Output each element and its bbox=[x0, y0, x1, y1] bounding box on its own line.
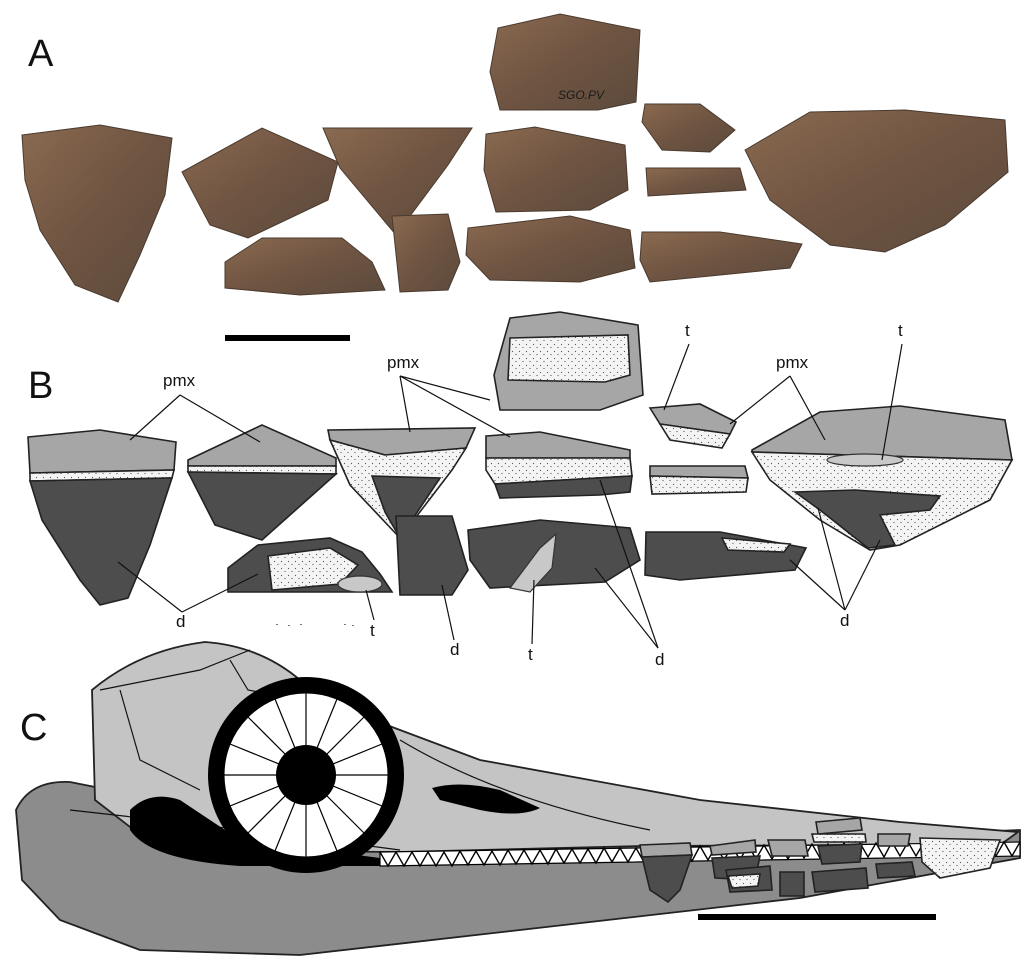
label-t: t bbox=[685, 321, 690, 340]
fossil-fragment-photo bbox=[22, 125, 172, 302]
label-t: t bbox=[528, 645, 533, 664]
label-d: d bbox=[450, 640, 459, 659]
label-d: d bbox=[176, 612, 185, 631]
fossil-fragment-photo bbox=[640, 232, 802, 282]
fossil-fragment-photo bbox=[182, 128, 338, 238]
tooth-outline bbox=[338, 576, 382, 592]
fossil-fragment-photo bbox=[392, 214, 460, 292]
label-d: d bbox=[655, 650, 664, 669]
label-pmx: pmx bbox=[163, 371, 196, 390]
label-pmx: pmx bbox=[387, 353, 420, 372]
matrix-region bbox=[650, 476, 748, 494]
scale-bar-a bbox=[225, 335, 350, 341]
matrix-region bbox=[508, 335, 630, 382]
tooth-outline bbox=[827, 454, 903, 466]
panel-b-drawings: pmx pmx pmx t t d t d t d d bbox=[28, 312, 1012, 669]
fossil-fragment-photo bbox=[225, 238, 385, 295]
fossil-fragment-photo bbox=[484, 127, 628, 212]
fossil-fragment-photo bbox=[646, 168, 746, 196]
dentary-region bbox=[396, 516, 468, 595]
premaxilla-region bbox=[28, 430, 176, 473]
stipple-dots bbox=[276, 624, 354, 626]
pupil bbox=[276, 745, 336, 805]
panel-label-a: A bbox=[28, 33, 54, 75]
dentary-region bbox=[30, 478, 172, 605]
fossil-fragment-photo bbox=[745, 110, 1008, 252]
fossil-fragment-photo bbox=[466, 216, 635, 282]
label-pmx: pmx bbox=[776, 353, 809, 372]
panel-label-c: C bbox=[20, 707, 47, 749]
skull-reconstruction bbox=[16, 642, 1020, 955]
specimen-label: SGO.PV bbox=[558, 88, 605, 102]
premaxilla-region bbox=[188, 425, 336, 466]
panel-a-photos: SGO.PV bbox=[22, 14, 1008, 302]
premaxilla-region bbox=[752, 406, 1012, 460]
fossil-fragment-photo bbox=[642, 104, 735, 152]
scale-bar-c bbox=[698, 914, 936, 920]
panel-label-b: B bbox=[28, 365, 53, 407]
dentary-region bbox=[188, 472, 336, 540]
label-t: t bbox=[898, 321, 903, 340]
label-d: d bbox=[840, 611, 849, 630]
label-t: t bbox=[370, 621, 375, 640]
